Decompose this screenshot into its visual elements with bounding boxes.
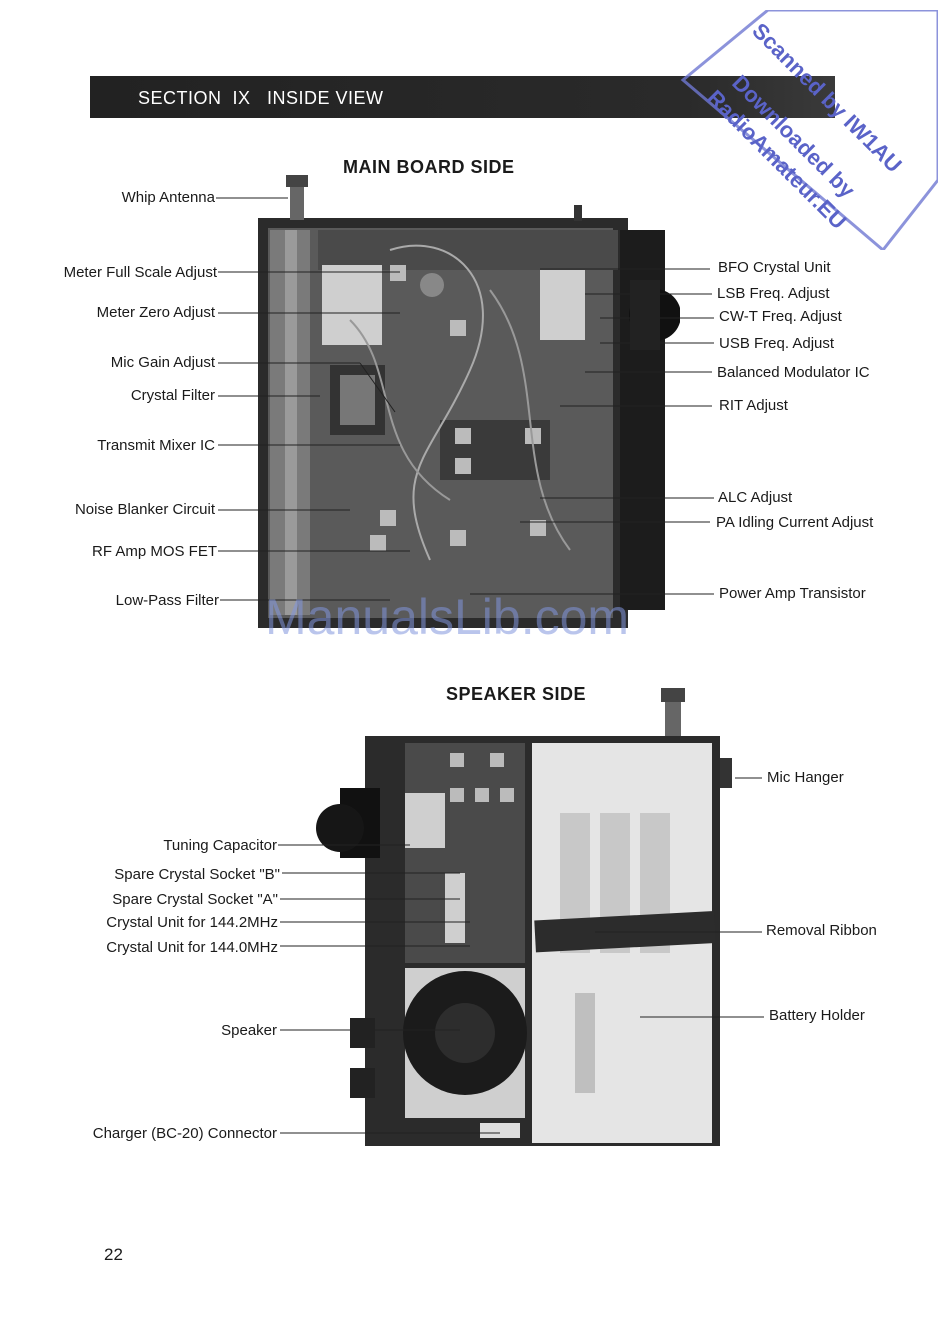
label-tuning-capacitor: Tuning Capacitor	[163, 837, 277, 854]
label-crystal-filter: Crystal Filter	[130, 387, 215, 404]
page-number: 22	[104, 1245, 123, 1264]
scanner-watermark-stamp	[680, 10, 938, 250]
label-charger-connector: Charger (BC-20) Connector	[92, 1125, 277, 1142]
main-board-heading: MAIN BOARD SIDE	[343, 157, 515, 177]
label-meter-zero-adjust: Meter Zero Adjust	[96, 304, 215, 321]
label-spare-crystal-socket-a: Spare Crystal Socket "A"	[112, 891, 278, 908]
label-spare-crystal-socket-b: Spare Crystal Socket "B"	[114, 866, 280, 883]
label-rf-amp-mos-fet: RF Amp MOS FET	[91, 543, 217, 560]
label-crystal-unit-144-2: Crystal Unit for 144.2MHz	[106, 914, 278, 931]
label-balanced-modulator-ic: Balanced Modulator IC	[717, 364, 870, 381]
label-rit-adjust: RIT Adjust	[719, 397, 788, 414]
label-mic-gain-adjust: Mic Gain Adjust	[110, 354, 215, 371]
speaker-side-heading: SPEAKER SIDE	[446, 684, 587, 704]
label-usb-freq-adjust: USB Freq. Adjust	[719, 335, 835, 352]
section-title: SECTION IX INSIDE VIEW	[138, 88, 384, 108]
label-meter-full-scale-adjust: Meter Full Scale Adjust	[63, 264, 217, 281]
label-power-amp-transistor: Power Amp Transistor	[719, 585, 866, 602]
label-bfo-crystal-unit: BFO Crystal Unit	[718, 259, 831, 276]
label-battery-holder: Battery Holder	[769, 1007, 865, 1024]
label-lsb-freq-adjust: LSB Freq. Adjust	[717, 285, 830, 302]
label-pa-idling-current-adjust: PA Idling Current Adjust	[716, 514, 874, 531]
speaker-side-photo	[316, 688, 732, 1146]
label-whip-antenna: Whip Antenna	[121, 189, 215, 206]
label-crystal-unit-144-0: Crystal Unit for 144.0MHz	[106, 939, 278, 956]
label-noise-blanker-circuit: Noise Blanker Circuit	[74, 501, 215, 518]
label-speaker: Speaker	[221, 1022, 277, 1039]
main-board-photo	[258, 175, 680, 628]
label-transmit-mixer-ic: Transmit Mixer IC	[97, 437, 215, 454]
label-low-pass-filter: Low-Pass Filter	[115, 592, 219, 609]
section-header-bar: SECTION IX INSIDE VIEW	[90, 76, 835, 118]
label-removal-ribbon: Removal Ribbon	[766, 922, 877, 939]
label-alc-adjust: ALC Adjust	[718, 489, 793, 506]
manualslib-watermark: ManualsLib.com	[265, 589, 630, 645]
label-mic-hanger: Mic Hanger	[767, 769, 844, 786]
label-cw-t-freq-adjust: CW-T Freq. Adjust	[719, 308, 842, 325]
